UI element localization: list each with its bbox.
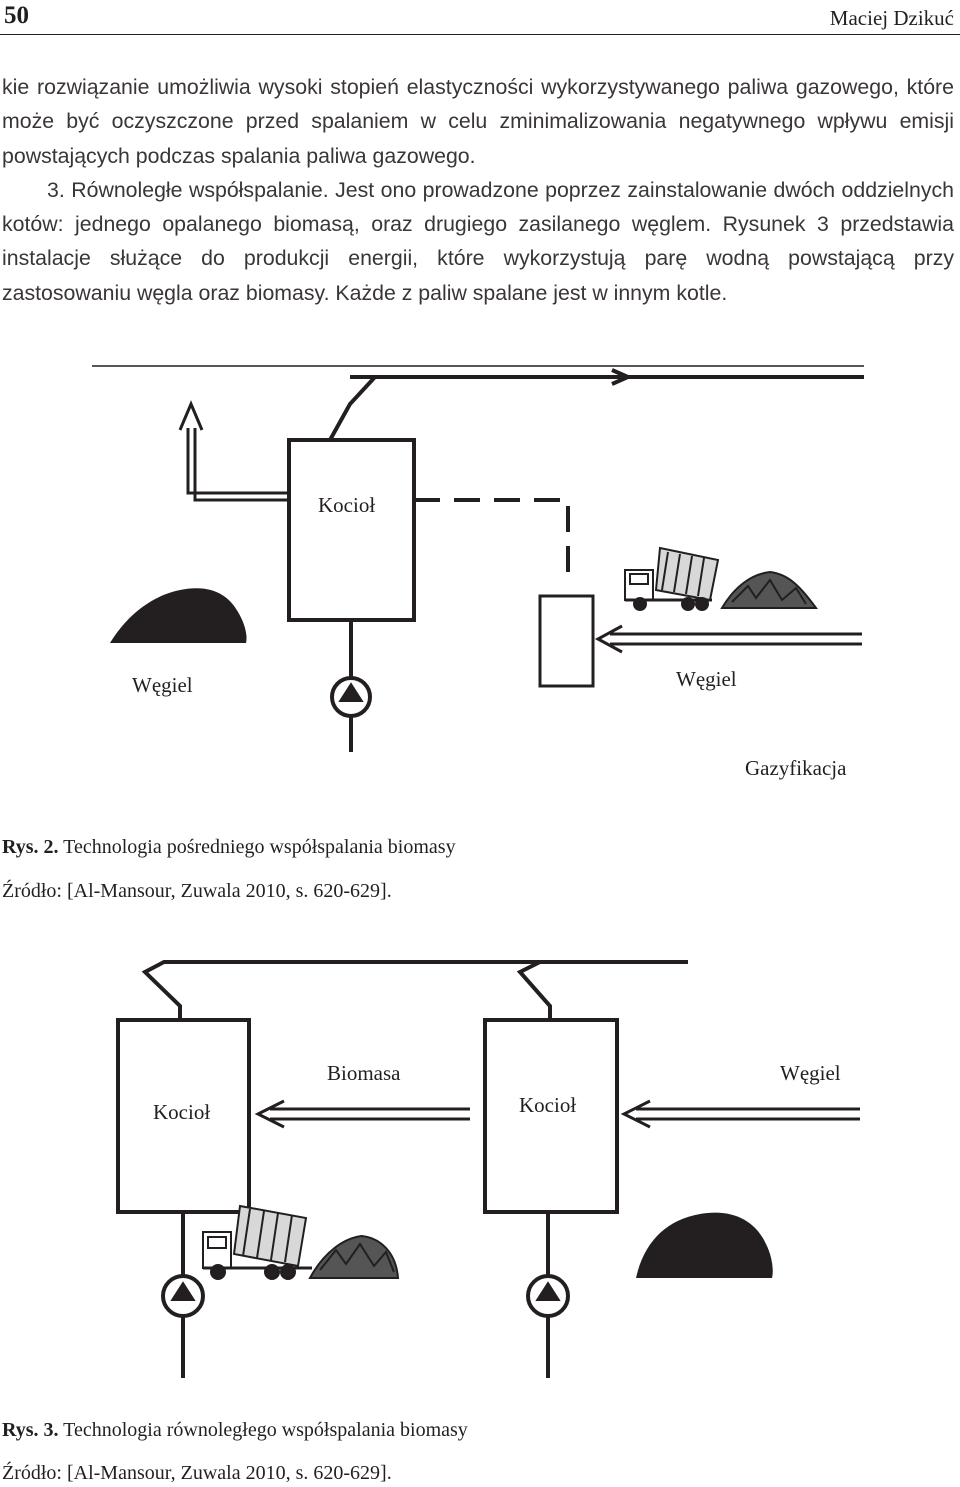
paragraph-2: 3. Równoległe współspalanie. Jest ono pr… xyxy=(2,177,954,305)
coal-label-right: Węgiel xyxy=(676,667,737,691)
body-text: kie rozwiązanie umożliwia wysoki stopień… xyxy=(2,70,954,310)
dump-truck-icon xyxy=(624,546,720,611)
feed-water-pump-left xyxy=(161,1212,205,1378)
coal-heap-icon xyxy=(636,1212,773,1278)
coal-heap-icon xyxy=(110,588,247,643)
coal-label: Węgiel xyxy=(780,1061,841,1085)
boiler-label-right: Kocioł xyxy=(519,1093,576,1117)
gasification-label: Gazyfikacja xyxy=(745,756,847,780)
feed-water-pump xyxy=(330,620,372,752)
coal-input-arrow xyxy=(594,624,862,654)
coal-input-arrow xyxy=(620,1099,860,1129)
boiler-box xyxy=(287,438,416,622)
dump-truck-icon xyxy=(202,1204,312,1280)
dashed-gas-line xyxy=(414,498,570,580)
steam-line xyxy=(92,365,864,441)
running-head-author: Maciej Dzikuć xyxy=(829,6,954,30)
coal-label-left: Węgiel xyxy=(132,673,193,697)
figure-2-source: Źródło: [Al-Mansour, Zuwala 2010, s. 620… xyxy=(2,880,392,902)
biomass-heap-icon xyxy=(720,570,818,609)
gasifier-box xyxy=(538,594,595,688)
figure-2-diagram: Kocioł Węgiel Węgiel xyxy=(92,365,864,780)
figure-3-number: Rys. 3. xyxy=(2,1419,59,1441)
figure-2-number: Rys. 2. xyxy=(2,836,59,858)
biomass-heap-icon xyxy=(308,1234,400,1279)
steam-line xyxy=(141,960,688,1020)
figure-3-title: Technologia równoległego współspalania b… xyxy=(63,1419,468,1441)
biomass-label: Biomasa xyxy=(327,1061,401,1085)
figure-3-diagram: Kocioł Kocioł Biomasa Węgiel xyxy=(116,960,860,1378)
figure-2-title: Technologia pośredniego współspalania bi… xyxy=(63,836,456,858)
boiler-label: Kocioł xyxy=(318,493,375,517)
feed-water-pump-right xyxy=(526,1212,570,1378)
figure-3-caption: Rys. 3. Technologia równoległego współsp… xyxy=(2,1419,468,1442)
biomass-input-arrow xyxy=(254,1099,470,1129)
boiler-label-left: Kocioł xyxy=(153,1100,210,1124)
figure-2-caption: Rys. 2. Technologia pośredniego współspa… xyxy=(2,836,456,859)
page-number: 50 xyxy=(4,2,29,29)
figure-3-source: Źródło: [Al-Mansour, Zuwala 2010, s. 620… xyxy=(2,1462,392,1484)
exhaust-arrow xyxy=(178,400,289,502)
paragraph-1: kie rozwiązanie umożliwia wysoki stopień… xyxy=(2,75,954,168)
boiler-box-right xyxy=(483,1018,619,1214)
page-header: 50 Maciej Dzikuć xyxy=(0,0,960,35)
